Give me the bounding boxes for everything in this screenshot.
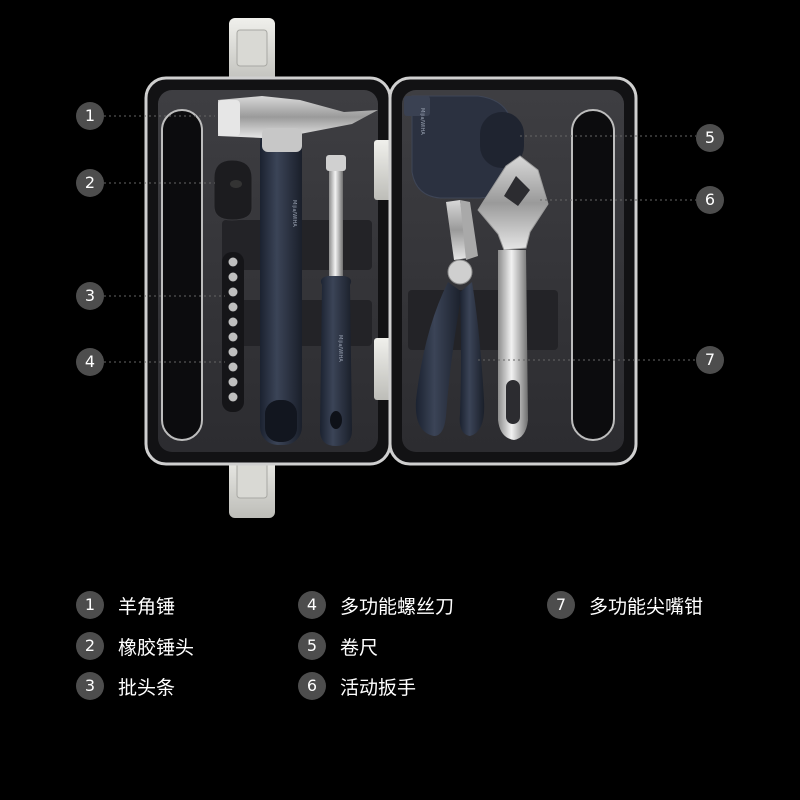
bit	[228, 287, 238, 297]
adjustable-wrench	[477, 155, 549, 440]
callout-3: 3	[76, 282, 104, 310]
callout-5: 5	[696, 124, 724, 152]
bit	[228, 362, 238, 372]
legend-label: 羊角锤	[118, 595, 176, 618]
legend-label: 多功能尖嘴钳	[589, 595, 704, 618]
legend-number: 2	[76, 632, 104, 660]
legend-item: 7 多功能尖嘴钳	[547, 590, 703, 620]
legend-number: 4	[298, 591, 326, 619]
legend-item: 3 批头条	[76, 671, 175, 701]
bit	[228, 377, 238, 387]
screwdriver: Mijia/WIHA	[320, 155, 352, 446]
bit	[228, 332, 238, 342]
legend-label: 橡胶锤头	[118, 636, 195, 659]
legend-label: 卷尺	[340, 636, 379, 659]
tape-measure: Mijia/WIHA	[404, 95, 524, 199]
screwdriver-imprint: Mijia/WIHA	[337, 335, 343, 362]
callout-6: 6	[696, 186, 724, 214]
legend-item: 2 橡胶锤头	[76, 631, 194, 661]
toolkit-product-photo: Mijia/WIHA Mijia/WIHA Mijia/WIHA	[104, 18, 696, 518]
legend-number: 7	[547, 591, 575, 619]
legend-item: 4 多功能螺丝刀	[298, 590, 454, 620]
bit	[228, 347, 238, 357]
callout-4: 4	[76, 348, 104, 376]
legend-number: 5	[298, 632, 326, 660]
legend-item: 1 羊角锤	[76, 590, 175, 620]
bit	[228, 317, 238, 327]
bottom-latch	[229, 450, 275, 518]
hammer-imprint: Mijia/WIHA	[291, 200, 297, 227]
tape-measure-imprint: Mijia/WIHA	[419, 108, 425, 135]
bit	[228, 272, 238, 282]
legend-label: 活动扳手	[340, 676, 417, 699]
legend-label: 多功能螺丝刀	[340, 595, 455, 618]
legend-number: 1	[76, 591, 104, 619]
bit	[228, 302, 238, 312]
legend-number: 6	[298, 672, 326, 700]
callout-2: 2	[76, 169, 104, 197]
needle-nose-pliers	[415, 200, 485, 436]
rubber-hammer-head	[213, 159, 253, 221]
leader-lines	[104, 115, 696, 363]
callout-7: 7	[696, 346, 724, 374]
legend-number: 3	[76, 672, 104, 700]
bit-strip	[222, 252, 244, 412]
callout-1: 1	[76, 102, 104, 130]
top-latch	[229, 18, 275, 88]
legend-item: 6 活动扳手	[298, 671, 416, 701]
legend-label: 批头条	[118, 676, 176, 699]
bit	[228, 257, 238, 267]
legend-item: 5 卷尺	[298, 631, 378, 661]
bit	[228, 392, 238, 402]
claw-hammer: Mijia/WIHA	[218, 96, 378, 445]
